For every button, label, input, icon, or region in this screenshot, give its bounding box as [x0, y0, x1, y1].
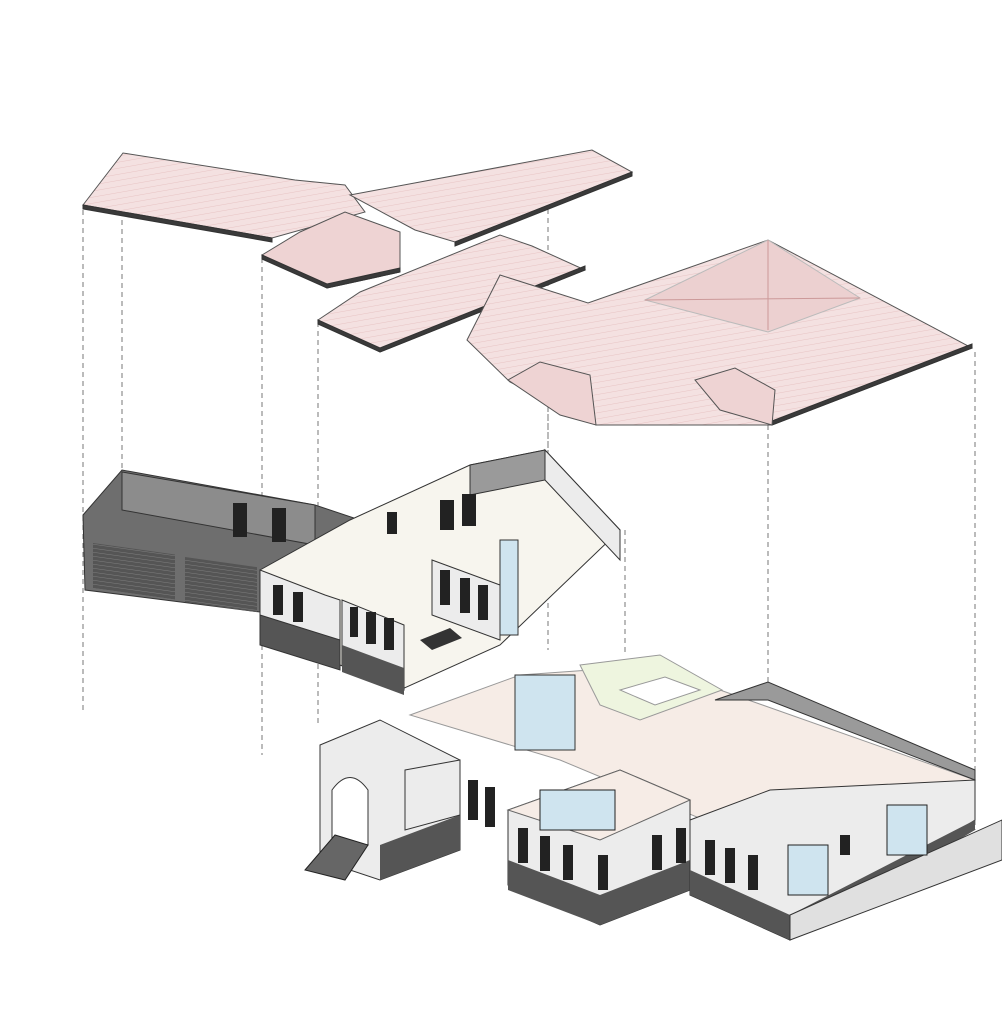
entry-stairs: [304, 834, 369, 881]
upper-right-wall: [544, 448, 621, 562]
upper-bay-wall-dark: [342, 645, 404, 695]
glass-stair-tower: [499, 539, 519, 636]
ground-windows: [468, 780, 850, 890]
glass-atrium: [514, 674, 576, 751]
ground-sliding-doors: [539, 789, 928, 896]
roof-layer: [82, 149, 974, 426]
middle-wing-dark: [508, 860, 690, 925]
upper-front-wall-dark: [259, 614, 341, 671]
upper-windows: [273, 494, 488, 650]
roof-dormer-left: [507, 361, 597, 426]
roof-left-wing-edge: [82, 204, 273, 243]
window: [272, 508, 286, 542]
window: [233, 503, 247, 537]
upper-floor-layer: [82, 448, 621, 695]
dining-table: [420, 628, 462, 650]
garden-wall: [789, 819, 1002, 941]
roof-connector-edge: [261, 254, 401, 289]
terrace-pool: [618, 676, 702, 706]
right-wing-dark: [690, 820, 975, 940]
entry-arch: [331, 777, 369, 846]
garage-door-right: [185, 557, 257, 613]
back-right-wall: [714, 681, 976, 781]
roof-dormer-right: [694, 367, 776, 426]
left-wing-wall: [404, 759, 461, 831]
garage-door-left: [93, 543, 175, 600]
roof-back-strip-edge: [454, 171, 633, 247]
roof-middle-strip-edge: [317, 265, 586, 353]
ground-floor-layer: [304, 654, 1002, 941]
entry-dark-base: [380, 815, 460, 880]
